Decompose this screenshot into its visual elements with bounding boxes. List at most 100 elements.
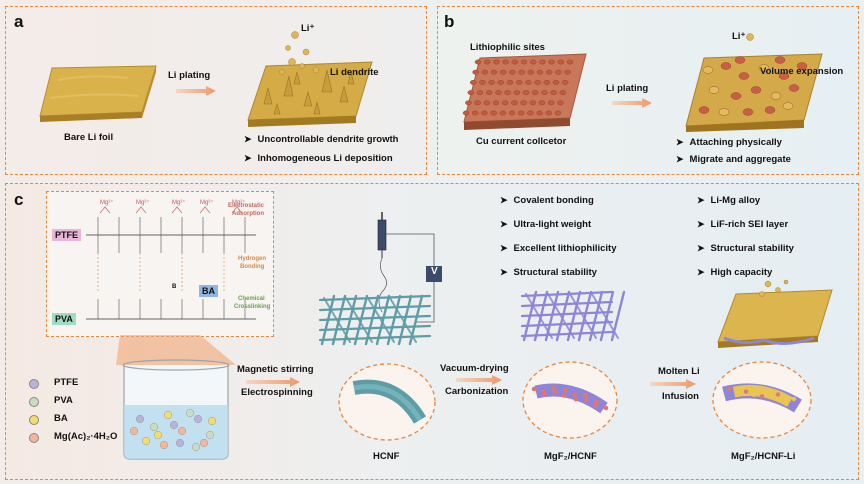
cu-current-collector-illustration: [462, 53, 587, 130]
solution-particle: [193, 414, 202, 423]
li-ion-particle-icon: [291, 31, 299, 39]
mgf2-particle: [603, 405, 609, 411]
legend-label: PTFE: [54, 377, 79, 388]
lithiophilic-site-dot: [529, 100, 537, 106]
mgf2-particle: [573, 396, 579, 402]
step1-label-2: Electrospinning: [241, 387, 313, 398]
li-particle: [751, 386, 757, 392]
solution-particle: [177, 426, 186, 435]
lithiophilic-site-dot: [543, 79, 551, 85]
solution-particle: [205, 430, 214, 439]
fiber-strand: [547, 293, 575, 339]
bullet-b-1: Attaching physically: [676, 137, 782, 148]
aggregate-blob: [774, 56, 786, 64]
lithiophilic-site-dot: [511, 100, 518, 106]
mgf2-particle: [561, 393, 567, 398]
lithiophilic-sites-label: Lithiophilic sites: [470, 42, 545, 53]
mgf2-particle: [584, 397, 589, 403]
li-particle: [743, 386, 749, 391]
li-particle: [791, 396, 797, 402]
li-particle: [775, 397, 781, 402]
aggregate-blob: [738, 72, 750, 80]
mgf2-particle: [582, 392, 588, 398]
aggregate-blob: [782, 102, 794, 110]
solution-particle: [130, 426, 139, 435]
mgf2-hcnf-li-label: MgF₂/HCNF-Li: [731, 451, 796, 462]
li-ion-label-b: Li⁺: [732, 31, 746, 42]
lithiophilic-site-dot: [541, 90, 548, 95]
step2-label-2: Carbonization: [445, 386, 509, 397]
lithiophilic-site-dot: [462, 110, 470, 116]
lithiophilic-site-dot: [492, 100, 500, 106]
solution-particle: [207, 416, 216, 425]
lithiophilic-site-dot: [522, 90, 530, 95]
lithiophilic-site-dot: [561, 79, 569, 85]
legend-swatch: [29, 433, 39, 443]
fiber-strand: [318, 294, 432, 302]
arrow-right-icon: [246, 377, 300, 387]
lithiophilic-site-dot: [490, 69, 498, 75]
lithiophilic-site-dot: [557, 59, 565, 65]
aggregate-blob: [698, 106, 710, 114]
mgf2-particle: [563, 388, 568, 393]
li-ion-particle-icon: [746, 33, 754, 41]
step3-label-2: Infusion: [662, 391, 699, 402]
mgf2-hcnf-li-fiber-zoom: [712, 361, 812, 439]
legend-label: Mg(Ac)₂·4H₂O: [54, 431, 118, 442]
mg-bond-line: [99, 206, 111, 214]
fiber-strand: [555, 290, 571, 342]
solution-particle: [154, 430, 163, 439]
legend-label: PVA: [54, 395, 73, 406]
fiber-strand: [323, 297, 351, 343]
boron-atom-label: B: [172, 284, 177, 290]
lithiophilic-site-dot: [481, 69, 488, 75]
bullet-c-right-3: Structural stability: [697, 243, 794, 254]
step2-label-1: Vacuum-drying: [440, 363, 509, 374]
mg-ion-label: Mg²⁺: [136, 199, 150, 206]
bullet-c-mid-3: Excellent lithiophilicity: [500, 243, 617, 254]
bullet-b-2: Migrate and aggregate: [676, 154, 791, 165]
lithiophilic-site-dot: [467, 90, 475, 95]
aggregate-blob: [750, 86, 762, 94]
mg-bond-line: [135, 206, 147, 214]
aggregate-blob: [718, 108, 730, 116]
lithiophilic-site-dot: [518, 69, 525, 75]
legend-swatch: [29, 379, 39, 389]
arrow-right-icon: [456, 375, 502, 385]
lithiophilic-site-dot: [469, 79, 477, 85]
aggregate-blob: [770, 92, 782, 100]
aggregate-blob: [734, 56, 746, 64]
fiber-strand: [318, 324, 432, 332]
hydrogen-label-1: Hydrogen: [238, 256, 267, 262]
chemical-label-1: Chemical: [238, 296, 265, 302]
lithiophilic-site-dot: [465, 100, 472, 106]
ba-tag: BA: [199, 285, 218, 297]
solution-particle: [185, 408, 194, 417]
chemical-label-2: Crosslinking: [234, 304, 271, 310]
fiber-strand: [367, 297, 395, 343]
aggregate-blob: [708, 86, 720, 94]
lithiophilic-site-dot: [527, 69, 535, 75]
lithiophilic-site-dot: [516, 79, 523, 85]
li-particle: [751, 392, 757, 397]
lithiophilic-site-dot: [511, 59, 518, 65]
lithiophilic-site-dot: [555, 69, 562, 75]
mgf2-particle: [531, 386, 537, 392]
bullet-c-mid-2: Ultra-light weight: [500, 219, 592, 230]
aggregate-blob: [702, 66, 714, 74]
li-particle: [767, 388, 773, 394]
legend-label: BA: [54, 413, 68, 424]
chemistry-structure-box: [46, 191, 274, 337]
aggregate-blob: [778, 72, 790, 80]
mgf2-particle: [552, 389, 558, 395]
lithiophilic-site-dot: [471, 110, 479, 116]
solution-particle: [142, 436, 151, 445]
step3-label-1: Molten Li: [658, 366, 700, 377]
panel-b-label: b: [444, 12, 455, 31]
lithiophilic-site-dot: [499, 110, 506, 116]
bullet-c-right-2: LiF-rich SEI layer: [697, 219, 789, 230]
solution-particle: [150, 422, 159, 431]
panel-c-label: c: [14, 190, 24, 209]
pva-tag: PVA: [52, 313, 76, 325]
hydrogen-label-2: Bonding: [240, 264, 265, 270]
